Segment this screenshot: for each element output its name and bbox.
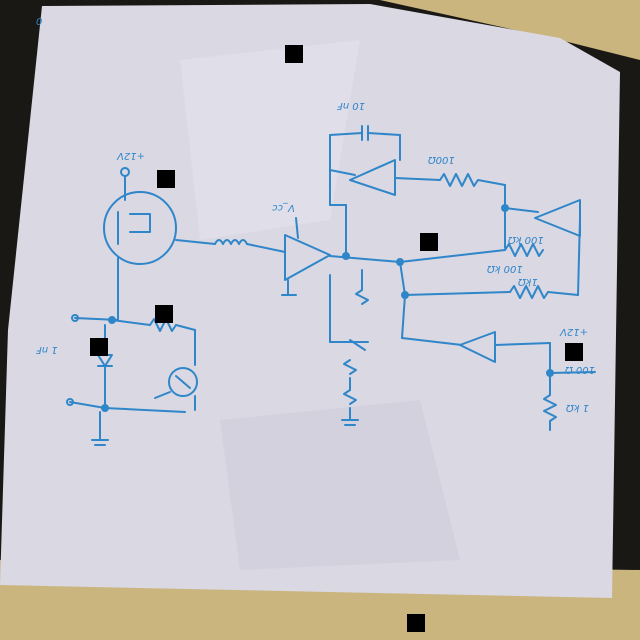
- label-left-node: 0: [36, 17, 43, 28]
- resistor-mid-right-a: [504, 243, 544, 257]
- resistor-left: [149, 318, 177, 332]
- opamp-left: [284, 234, 331, 281]
- label-supply-top-left: +12V: [117, 150, 145, 161]
- resistor-mid-right-b: [509, 285, 549, 299]
- mark-4: [155, 305, 173, 323]
- schematic-ink: [66, 125, 596, 446]
- label-right-mid-resistor-b: 1kΩ: [518, 276, 538, 287]
- paper-shadow: [220, 400, 460, 570]
- mark-5: [90, 338, 108, 356]
- resistor-mid-2: [343, 359, 357, 375]
- label-left-capacitor: 1 nF: [36, 344, 58, 355]
- input-inductor: [214, 239, 248, 245]
- table-top-right: [380, 0, 640, 60]
- mark-7: [407, 614, 425, 632]
- label-right-mid-resistor-a: 100 kΩ: [487, 263, 523, 274]
- resistor-mid-3: [343, 389, 357, 405]
- label-top-feedback-cap: 10 nF: [337, 100, 365, 111]
- transistor-circle: [103, 191, 177, 265]
- mark-6: [565, 343, 583, 361]
- label-right-supply: +12V: [560, 326, 588, 337]
- mark-2: [157, 170, 175, 188]
- label-right-feedback-resistor: 100 kΩ: [508, 234, 544, 245]
- label-right-bottom-resistor: 100 Ω: [565, 364, 595, 375]
- mark-1: [285, 45, 303, 63]
- mark-3: [420, 233, 438, 251]
- label-opamp-supply: V_cc: [272, 202, 295, 213]
- paper-sheet: [0, 4, 620, 598]
- paper-highlight: [180, 40, 360, 240]
- resistor-bottom-right: [543, 394, 557, 422]
- resistor-top-right: [439, 173, 479, 187]
- led-circle: [168, 367, 198, 397]
- label-input-resistor: 100Ω: [428, 154, 455, 165]
- opamp-bottom: [459, 331, 496, 363]
- label-right-bottom-resistor-b: 1 kΩ: [566, 402, 589, 413]
- resistor-mid-1: [355, 289, 369, 305]
